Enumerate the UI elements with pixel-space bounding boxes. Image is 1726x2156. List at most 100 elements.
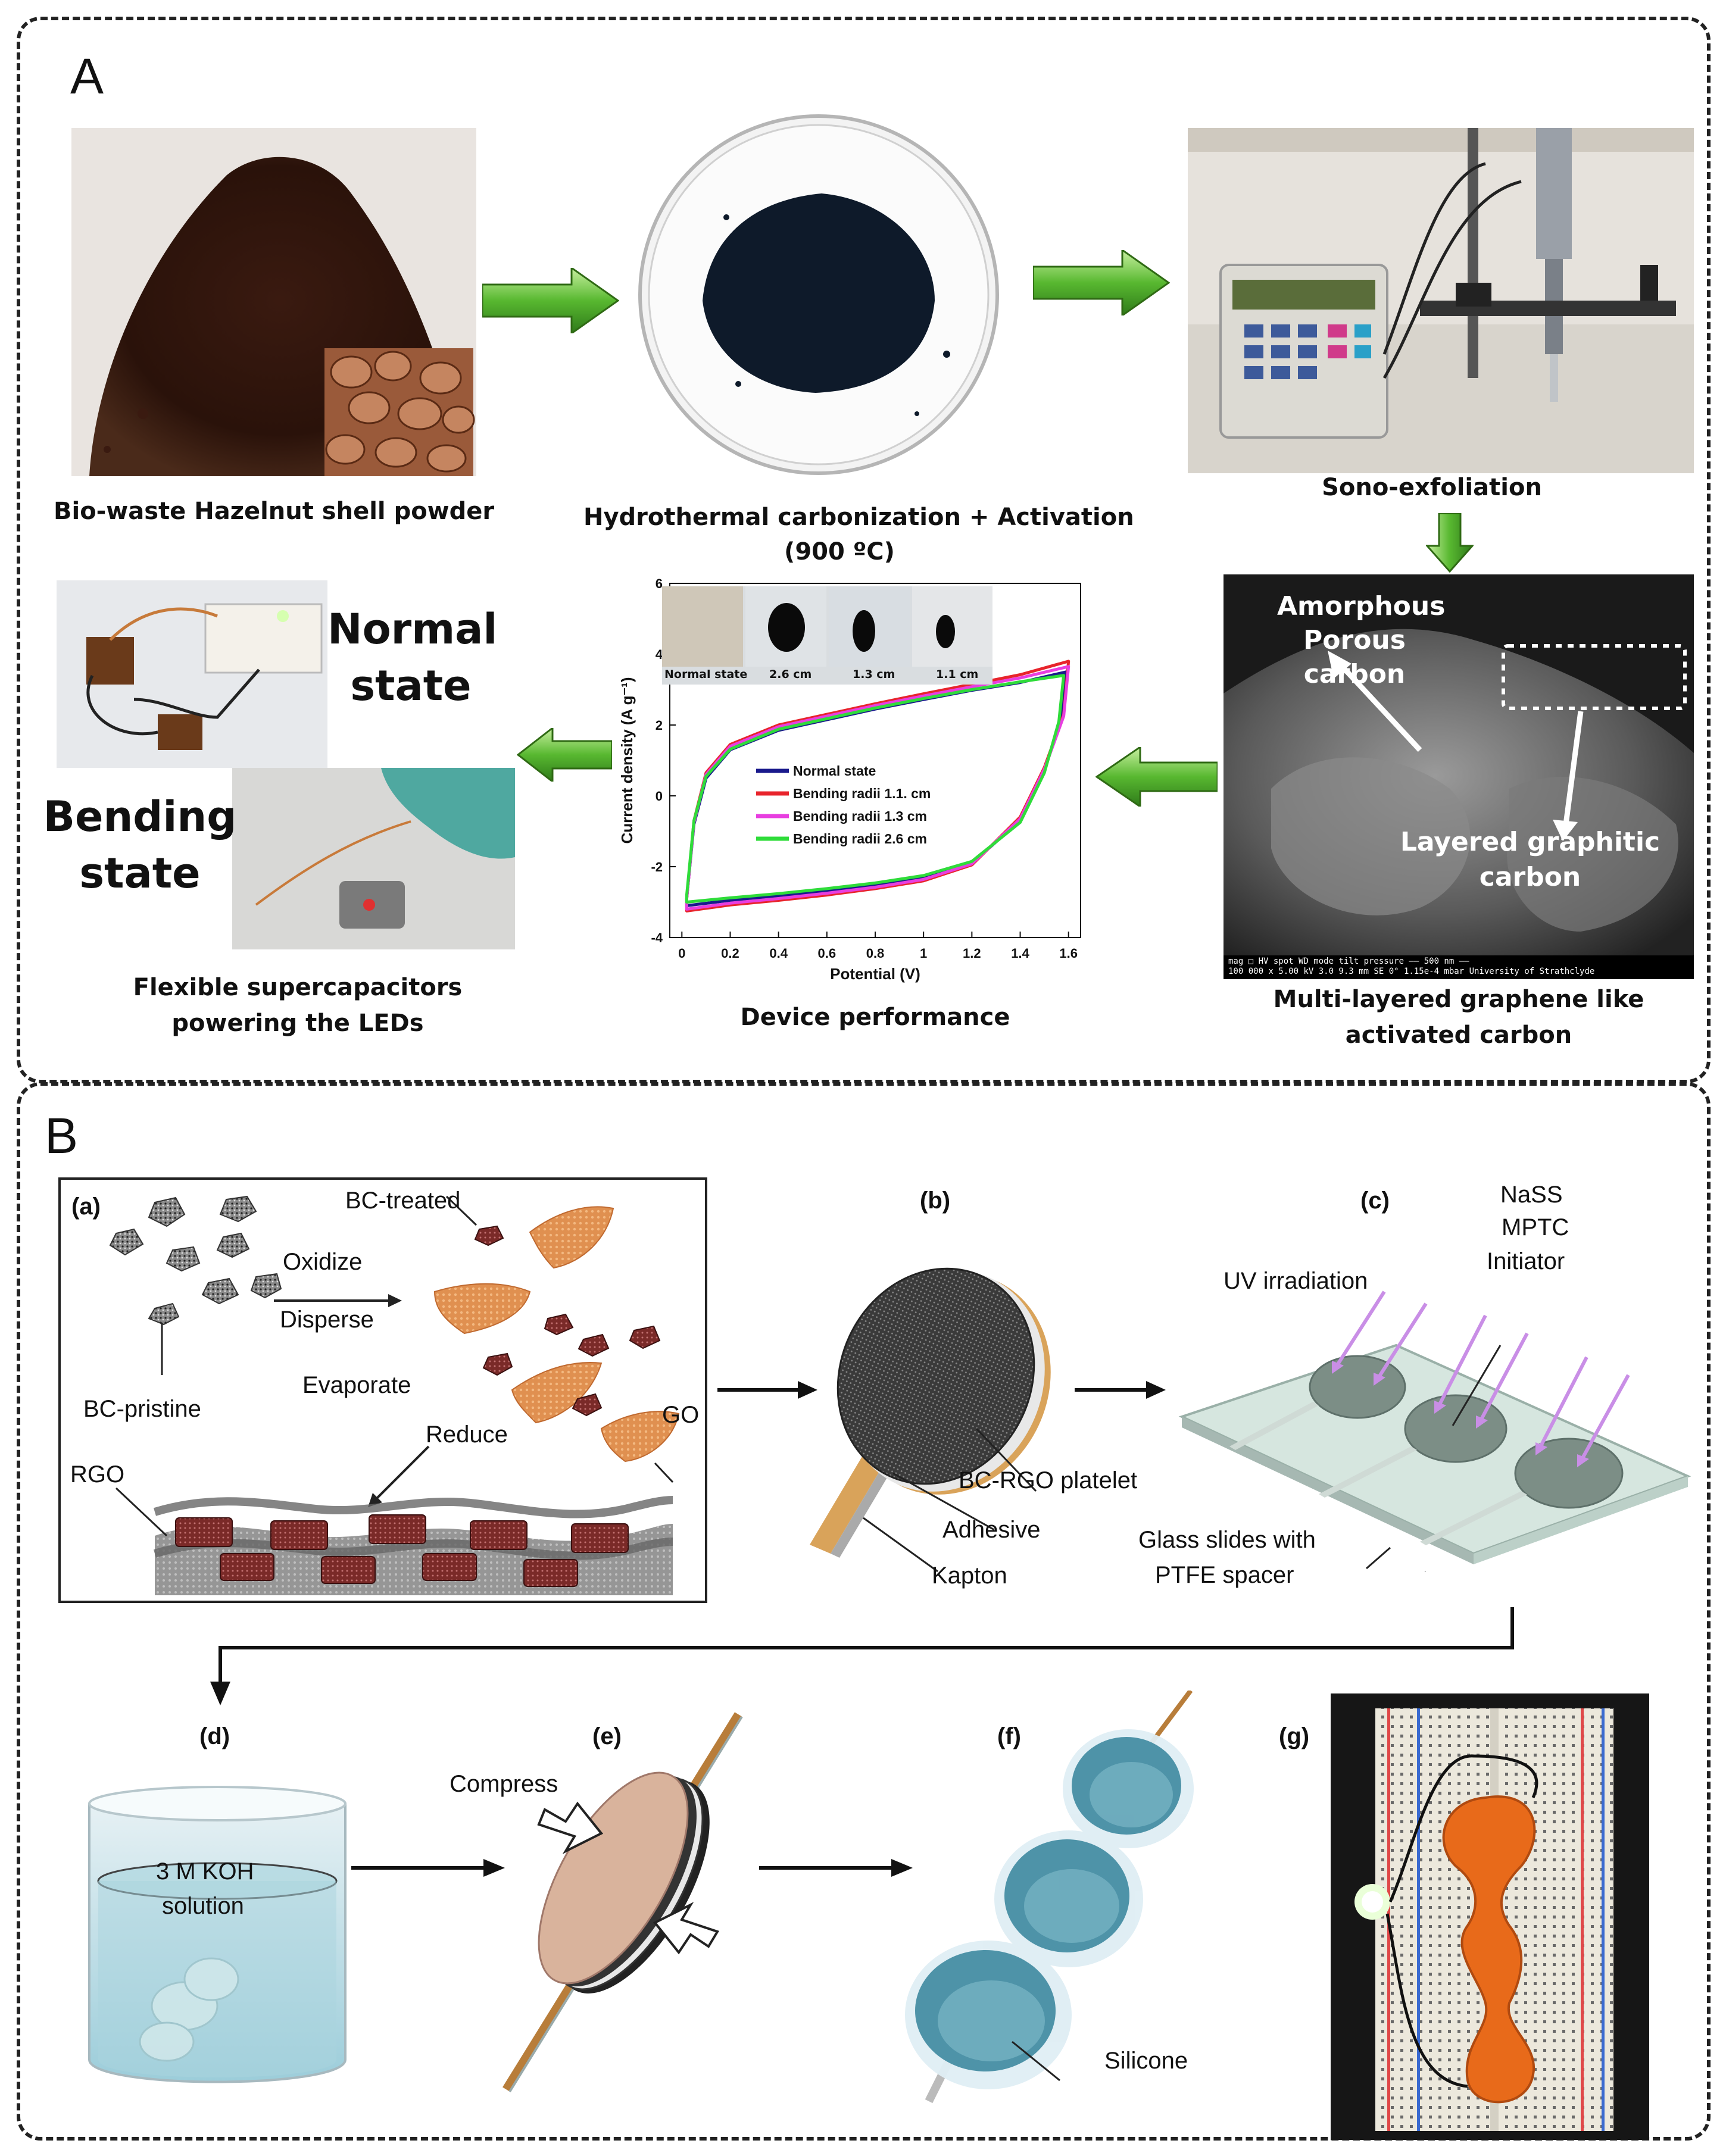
x-tick-label: 1.4 xyxy=(1011,946,1029,961)
label-nass: NaSS xyxy=(1500,1182,1563,1208)
device-performance-caption: Device performance xyxy=(740,1004,1010,1031)
x-tick-label: 0.4 xyxy=(769,946,788,961)
sem-label-layered-line2: carbon xyxy=(1479,862,1581,893)
y-tick-label: 4 xyxy=(656,647,663,662)
y-tick-label: 6 xyxy=(656,576,663,591)
black-arrow-d-to-e xyxy=(351,1859,505,1877)
sem-label-layered: Layered graphitic carbon xyxy=(1384,824,1676,895)
normal-state-photo xyxy=(57,580,327,768)
subpanel-b-illustration xyxy=(810,1267,1051,1573)
carbonization-caption-line2: (900 ºC) xyxy=(784,538,895,565)
label-koh-line2: solution xyxy=(162,1893,244,1919)
inset-label-normal: Normal state xyxy=(664,668,748,681)
legend-label-1: Bending radii 1.1. cm xyxy=(793,786,931,801)
x-tick-label: 1.2 xyxy=(963,946,981,961)
label-mptc: MPTC xyxy=(1502,1214,1569,1241)
label-disperse: Disperse xyxy=(280,1307,374,1333)
subpanel-b-letter: (b) xyxy=(920,1188,951,1214)
carbonized-powder-petri-dish xyxy=(637,104,1000,485)
legend-label-0: Normal state xyxy=(793,763,876,779)
label-go: GO xyxy=(662,1402,700,1428)
label-compress: Compress xyxy=(450,1771,558,1797)
black-elbow-arrow-c-to-d xyxy=(210,1607,1514,1705)
x-tick-label: 0.6 xyxy=(818,946,837,961)
label-glass-slides-line2: PTFE spacer xyxy=(1155,1562,1294,1588)
sem-databar-line2: 100 000 x 5.00 kV 3.0 9.3 mm SE 0° 1.15e… xyxy=(1228,967,1595,976)
label-silicone: Silicone xyxy=(1104,2048,1188,2074)
panel-a-letter: A xyxy=(70,48,104,104)
subpanel-c-illustration xyxy=(1178,1291,1691,1571)
bending-state-photo xyxy=(232,768,515,949)
label-bc-rgo-platelet: BC-RGO platelet xyxy=(959,1467,1138,1493)
sonicator-photo xyxy=(1188,128,1694,473)
subpanel-g-letter: (g) xyxy=(1279,1723,1310,1749)
black-arrow-a-to-b xyxy=(717,1381,817,1399)
subpanel-c-letter: (c) xyxy=(1360,1188,1390,1214)
flexible-supercap-caption-line1: Flexible supercapacitors xyxy=(133,974,463,1001)
subpanel-d-beaker xyxy=(88,1786,347,2083)
sem-databar-text: mag □ HV spot WD mode tilt pressure —— 5… xyxy=(1228,957,1594,977)
label-adhesive: Adhesive xyxy=(942,1517,1041,1543)
cv-curve-3 xyxy=(685,674,1066,904)
label-rgo: RGO xyxy=(70,1461,125,1488)
y-tick-label: 2 xyxy=(656,718,663,733)
normal-state-label: Normal state xyxy=(327,601,497,714)
cv-curve-2 xyxy=(685,665,1070,911)
x-tick-label: 0 xyxy=(678,946,685,961)
sem-label-amorphous: Amorphous Porous carbon xyxy=(1277,589,1446,692)
green-arrow-down xyxy=(1426,513,1474,573)
label-koh-line1: 3 M KOH xyxy=(156,1858,254,1885)
subpanel-e-illustration xyxy=(502,1712,743,2093)
bending-state-label-line1: Bending xyxy=(43,792,237,841)
inset-label-1-1cm: 1.1 cm xyxy=(936,668,979,681)
graphene-caption-line2: activated carbon xyxy=(1345,1021,1572,1049)
x-tick-label: 1 xyxy=(920,946,927,961)
x-axis-label: Potential (V) xyxy=(830,965,920,983)
label-glass-slides-line1: Glass slides with xyxy=(1138,1527,1316,1553)
y-tick-label: -4 xyxy=(651,930,663,945)
subpanel-e-letter: (e) xyxy=(592,1723,622,1749)
black-arrow-b-to-c xyxy=(1075,1381,1166,1399)
x-tick-label: 0.2 xyxy=(721,946,739,961)
label-uv-irradiation: UV irradiation xyxy=(1224,1268,1368,1294)
sem-label-amorphous-line1: Amorphous xyxy=(1277,591,1446,621)
y-axis-label: Current density (A g⁻¹) xyxy=(618,677,636,844)
subpanel-a-box xyxy=(58,1177,707,1603)
bending-state-label-line2: state xyxy=(79,848,201,898)
legend-label-3: Bending radii 2.6 cm xyxy=(793,831,927,846)
green-arrow-left-1 xyxy=(1095,747,1218,807)
hazelnut-powder-photo xyxy=(71,128,476,476)
carbonization-caption-line1: Hydrothermal carbonization + Activation xyxy=(583,504,1134,531)
green-arrow-right-1 xyxy=(482,268,619,333)
normal-state-label-line2: state xyxy=(350,661,472,710)
flexible-supercap-caption-line2: powering the LEDs xyxy=(171,1010,424,1037)
inset-photo-normal xyxy=(662,586,743,667)
hazelnut-caption: Bio-waste Hazelnut shell powder xyxy=(54,498,495,525)
inset-photo-1-1cm xyxy=(912,586,992,667)
label-evaporate: Evaporate xyxy=(302,1372,411,1398)
green-arrow-right-2 xyxy=(1033,250,1170,315)
subpanel-d-letter: (d) xyxy=(199,1723,230,1749)
panel-b-letter: B xyxy=(45,1108,79,1164)
sono-exfoliation-caption: Sono-exfoliation xyxy=(1322,474,1542,501)
subpanel-a-illustration xyxy=(109,1195,680,1595)
bending-state-label: Bending state xyxy=(42,789,238,901)
label-bc-treated: BC-treated xyxy=(345,1188,461,1214)
sem-databar-line1: mag □ HV spot WD mode tilt pressure —— 5… xyxy=(1228,957,1469,966)
x-tick-label: 0.8 xyxy=(866,946,885,961)
breadboard-led-photo xyxy=(1331,1693,1649,2140)
graphene-caption-line1: Multi-layered graphene like xyxy=(1273,986,1644,1013)
subpanel-f-illustration xyxy=(905,1691,1194,2104)
label-initiator: Initiator xyxy=(1487,1248,1565,1274)
inset-label-2-6cm: 2.6 cm xyxy=(769,668,812,681)
chart-inset-photos: Normal state 2.6 cm 1.3 cm 1.1 cm xyxy=(662,586,992,685)
inset-photo-2-6cm xyxy=(745,586,826,667)
label-bc-pristine: BC-pristine xyxy=(83,1396,201,1422)
subpanel-f-letter: (f) xyxy=(997,1723,1021,1749)
x-tick-label: 1.6 xyxy=(1059,946,1078,961)
inset-label-1-3cm: 1.3 cm xyxy=(853,668,895,681)
sem-image: Amorphous Porous carbon Layered graphiti… xyxy=(1224,574,1694,979)
sem-label-layered-line1: Layered graphitic xyxy=(1400,827,1661,857)
panel-a-frame xyxy=(17,17,1711,1083)
